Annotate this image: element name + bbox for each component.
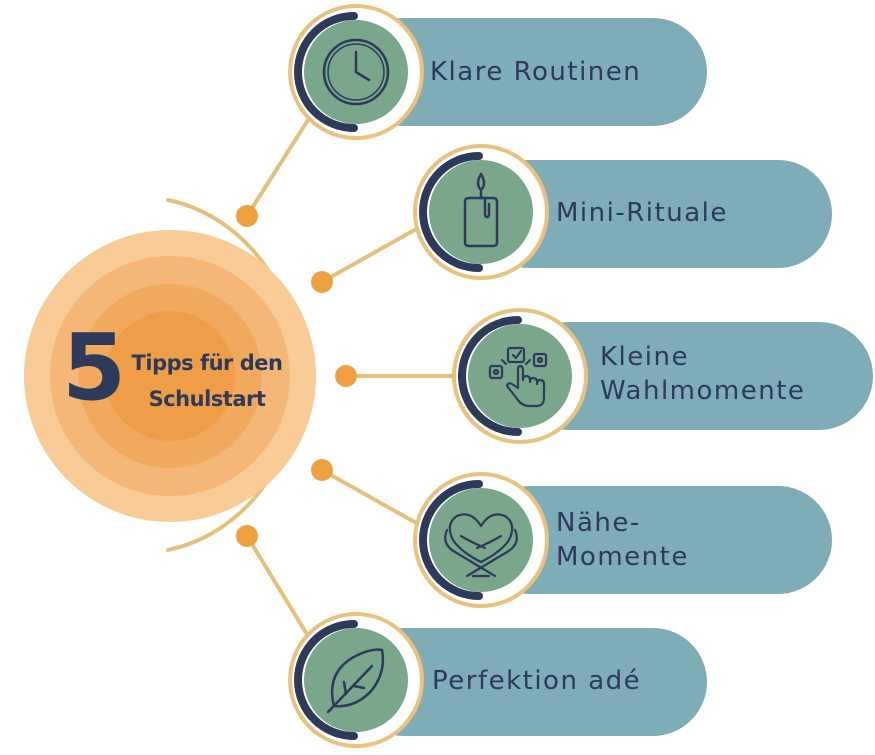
connector-dots bbox=[236, 205, 357, 547]
center-title-line1: Tipps für den bbox=[131, 351, 283, 375]
dot-1 bbox=[236, 205, 258, 227]
center-badge bbox=[24, 230, 316, 522]
connector-5 bbox=[245, 534, 310, 638]
center-title-line2: Schulstart bbox=[148, 387, 266, 411]
dot-2 bbox=[311, 271, 333, 293]
tip-label-3a: Kleine bbox=[600, 342, 689, 372]
connector-2 bbox=[320, 226, 420, 284]
tip-label-2: Mini-Rituale bbox=[556, 198, 728, 228]
tip-count-number: 5 bbox=[62, 314, 126, 421]
connector-4 bbox=[320, 468, 420, 526]
dot-5 bbox=[236, 525, 258, 547]
dot-4 bbox=[311, 459, 333, 481]
dot-3 bbox=[335, 365, 357, 387]
tip-label-4b: Momente bbox=[556, 542, 689, 572]
tip-label-4a: Nähe- bbox=[556, 508, 641, 538]
tip-label-5: Perfektion adé bbox=[432, 666, 642, 696]
tip-label-3b: Wahlmomente bbox=[600, 376, 806, 406]
tip-label-1: Klare Routinen bbox=[430, 57, 642, 87]
connector-1 bbox=[245, 118, 310, 218]
